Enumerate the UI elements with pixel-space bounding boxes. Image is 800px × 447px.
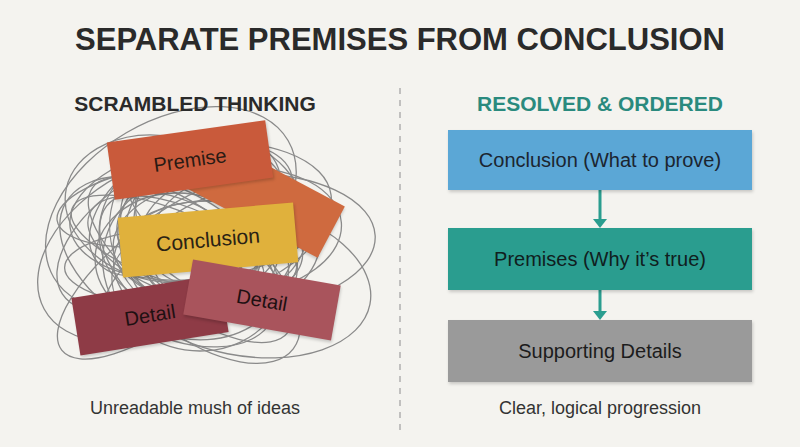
node-text: Premises (Why it’s true) — [494, 248, 706, 271]
arrow-head — [593, 311, 607, 320]
section-heading: RESOLVED & ORDERED — [477, 92, 723, 116]
node-text: Detail — [235, 284, 289, 316]
process-box: Supporting Details — [448, 320, 752, 382]
arrow-line — [599, 290, 602, 312]
caption-text: Clear, logical progression — [499, 398, 701, 419]
scribble-stroke — [9, 64, 332, 353]
flow-arrow — [593, 190, 607, 228]
node-text: Conclusion (What to prove) — [479, 149, 721, 172]
title: SEPARATE PREMISES FROM CONCLUSION — [75, 22, 725, 58]
process-box: Conclusion (What to prove) — [448, 130, 752, 190]
caption-text: Unreadable mush of ideas — [90, 398, 300, 419]
node-text: Conclusion — [155, 224, 261, 257]
arrow-line — [599, 190, 602, 220]
process-box: Premises (Why it’s true) — [448, 228, 752, 290]
node-text: Detail — [123, 300, 177, 331]
scribble-stroke — [5, 115, 308, 380]
arrow-head — [593, 219, 607, 228]
divider-line — [399, 88, 401, 432]
scribble-tangle — [5, 64, 384, 396]
node-text: Supporting Details — [518, 340, 681, 363]
flow-arrow — [593, 290, 607, 320]
node-text: Premise — [152, 144, 228, 177]
section-heading: SCRAMBLED THINKING — [74, 92, 316, 116]
